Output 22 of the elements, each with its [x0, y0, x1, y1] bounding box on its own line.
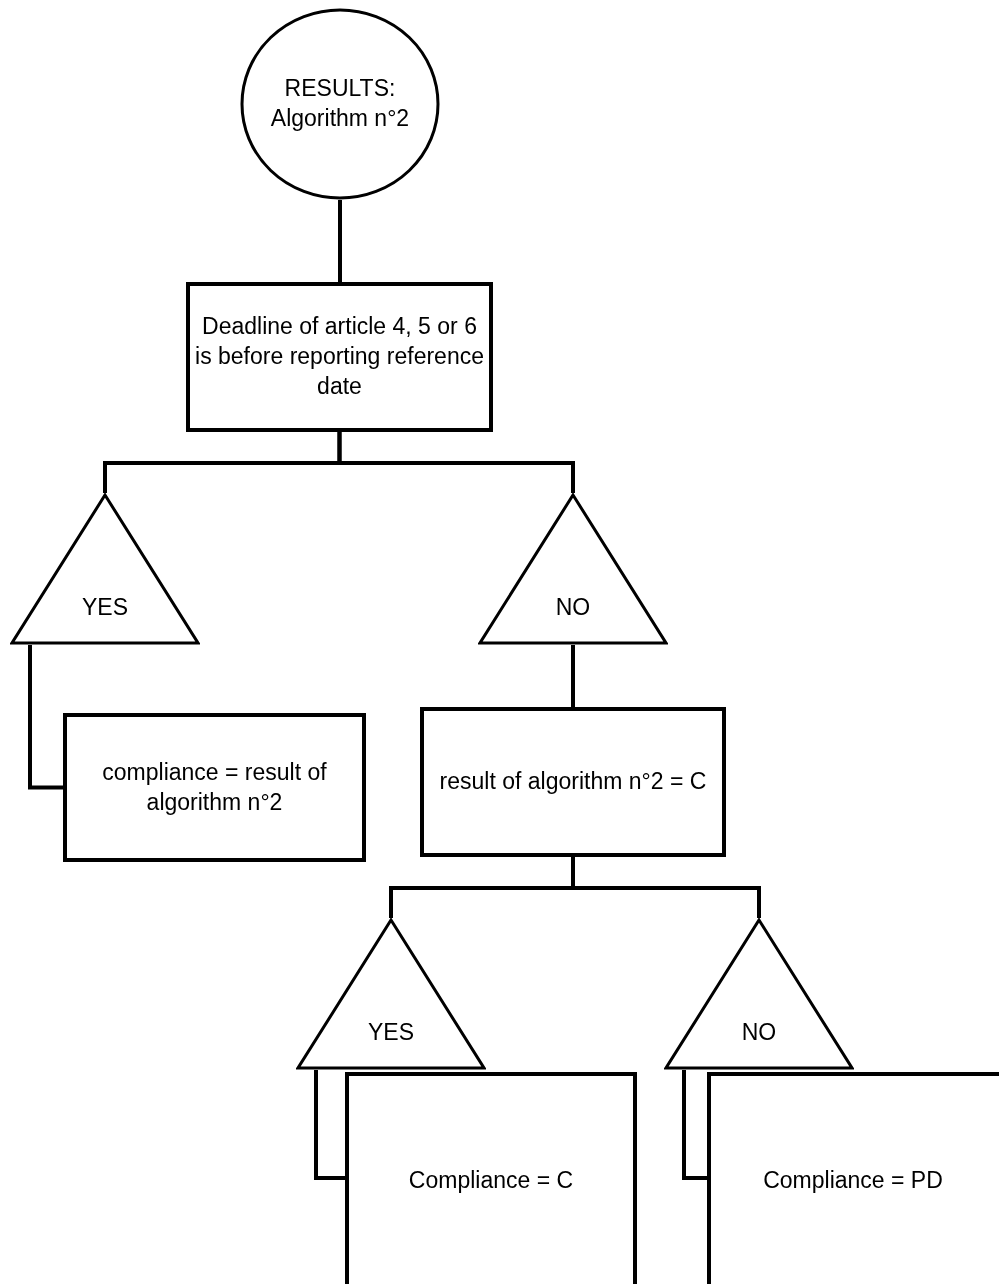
process-box: [420, 707, 726, 857]
connector-line: [337, 432, 575, 493]
decision-text: YES: [367, 1018, 415, 1048]
decision-text: NO: [554, 593, 592, 623]
box-text: Deadline of article 4, 5 or 6 is before reporting reference date: [194, 312, 485, 401]
connector-line: [571, 857, 761, 918]
connector-line: [338, 200, 342, 282]
box-text: Compliance = PD: [763, 1165, 943, 1195]
box-text: result of algorithm n°2 = C: [439, 767, 707, 797]
decision-text: NO: [740, 1018, 778, 1048]
box-text: Compliance = C: [408, 1165, 574, 1195]
process-box: [707, 1072, 999, 1284]
process-box: [345, 1072, 637, 1284]
connector-line: [28, 645, 63, 790]
connector-line: [682, 1070, 707, 1180]
start-text: RESULTS: Algorithm n°2: [269, 74, 411, 133]
process-box: [63, 713, 366, 862]
connector-line: [314, 1070, 345, 1180]
process-box: [186, 282, 493, 432]
box-text: compliance = result of algorithm n°2: [101, 757, 328, 817]
connector-line: [571, 645, 575, 707]
decision-text: YES: [81, 593, 129, 623]
